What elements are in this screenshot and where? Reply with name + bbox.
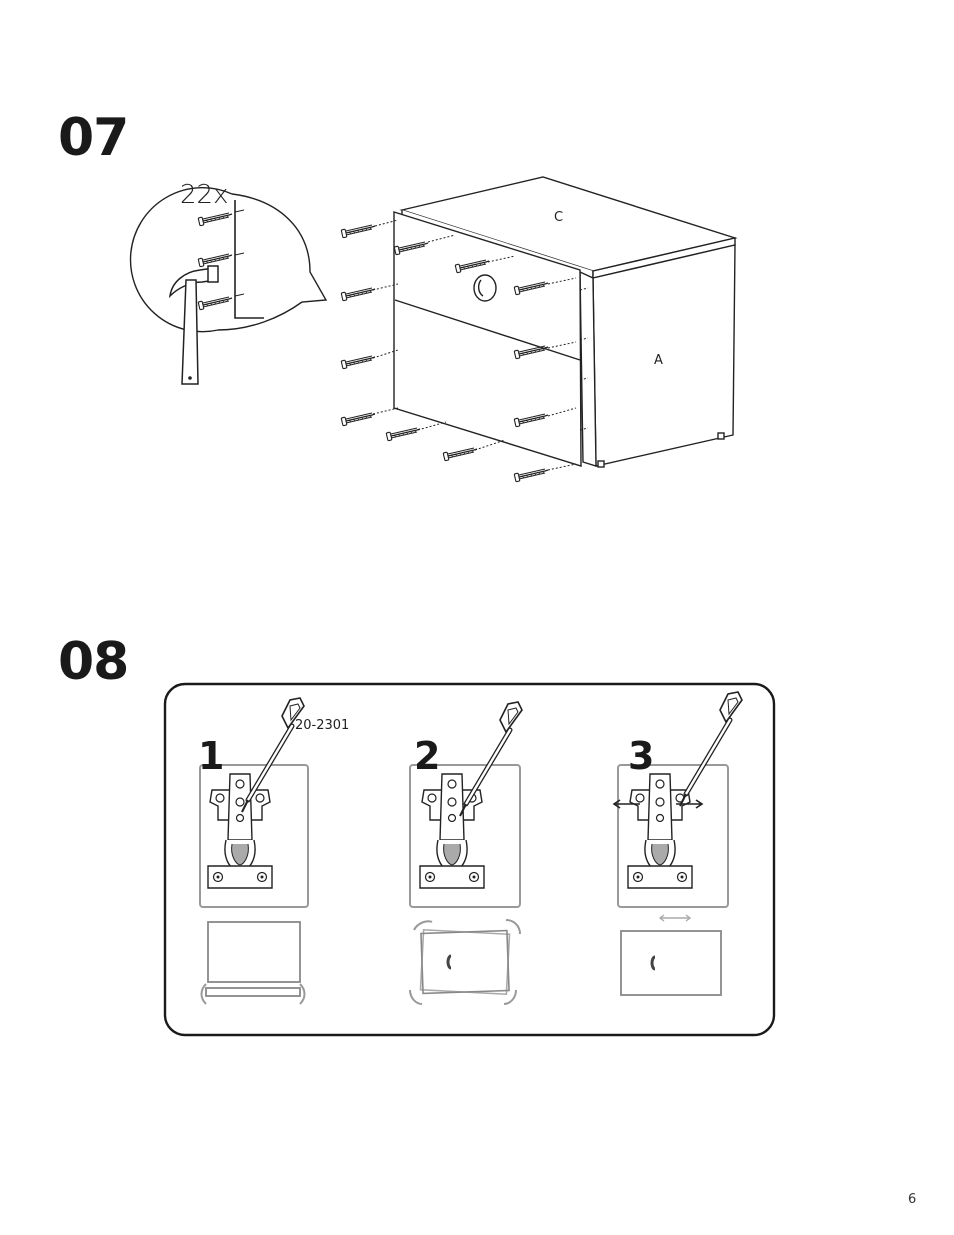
- page-number: 6: [908, 1192, 916, 1207]
- panel-label-a: A: [654, 353, 663, 368]
- substep-number-2: 2: [414, 734, 440, 778]
- screw-quantity: 22x: [180, 180, 228, 210]
- panel-label-c: C: [554, 210, 563, 225]
- step-number-07: 07: [58, 108, 128, 168]
- substep-number-1: 1: [198, 734, 224, 778]
- substep-number-3: 3: [628, 734, 654, 778]
- hammer-icon: [170, 266, 218, 384]
- cabinet-illustration: [394, 177, 735, 467]
- part-code: 20-2301: [295, 718, 349, 733]
- step-number-08: 08: [58, 632, 128, 692]
